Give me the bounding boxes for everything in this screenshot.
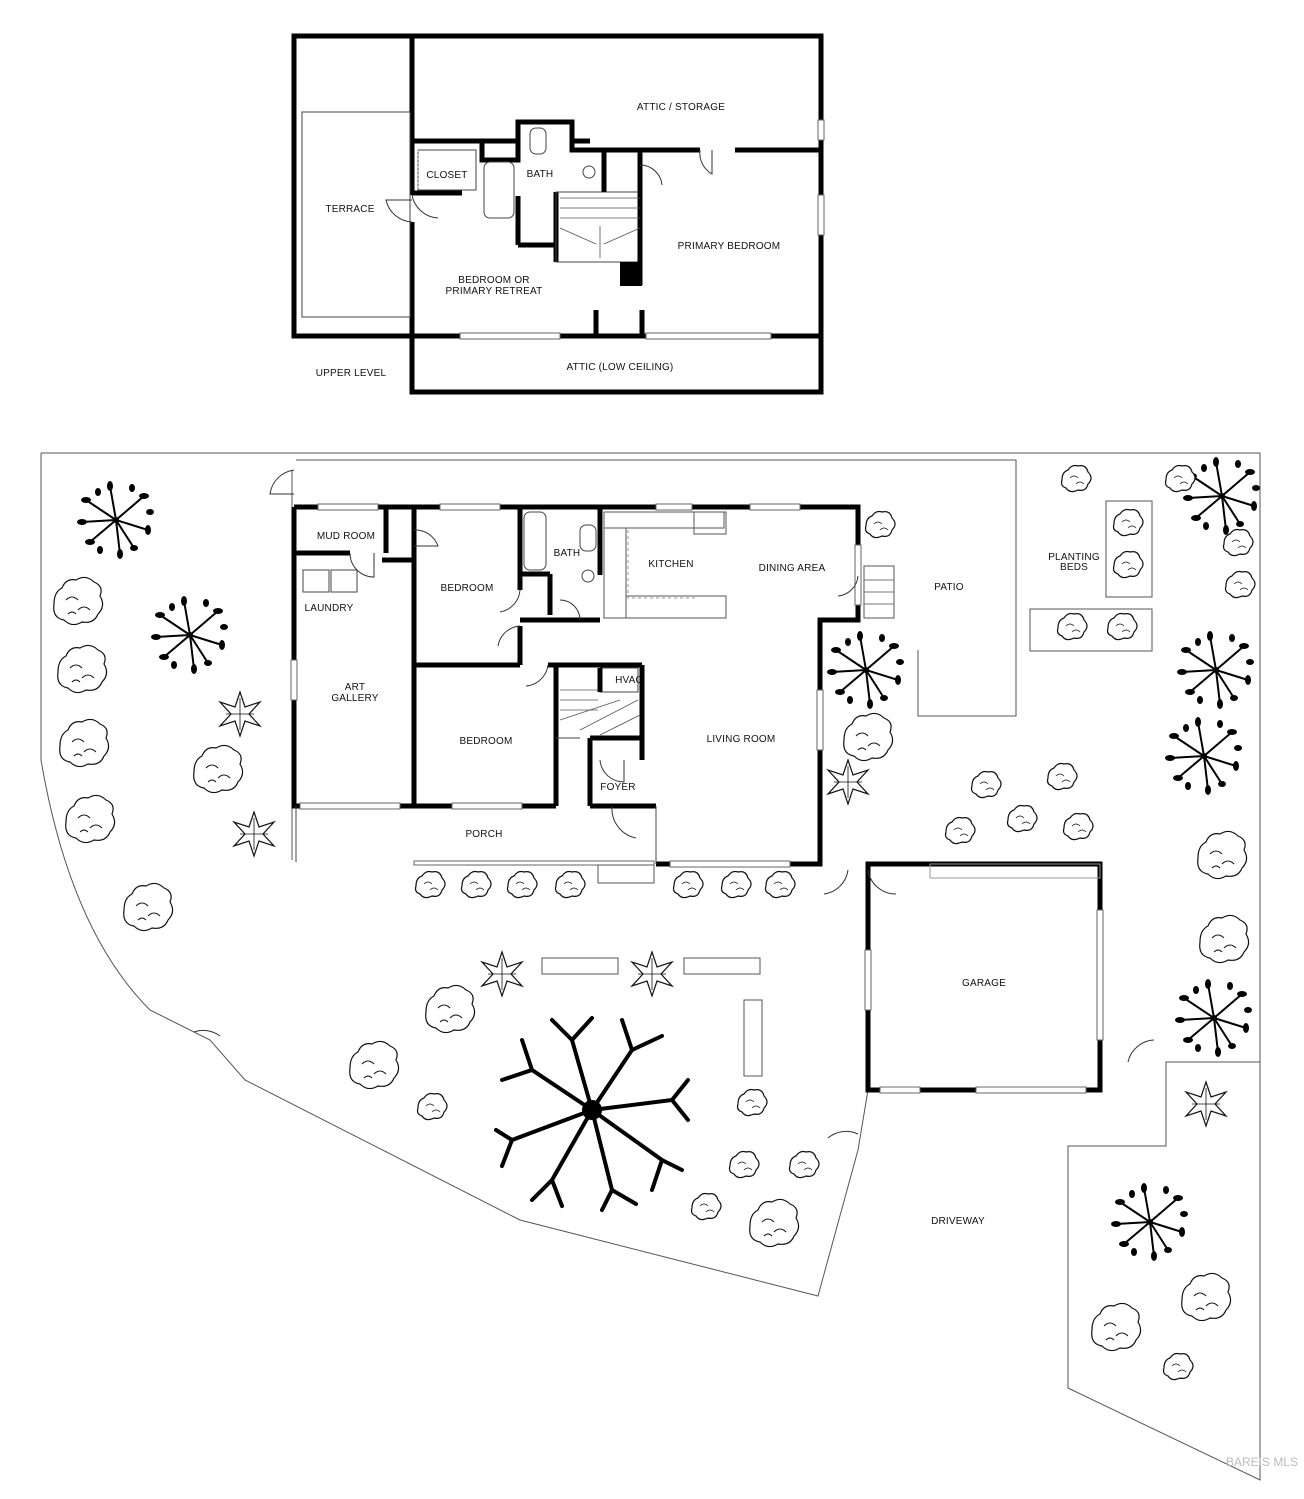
room-attic-low-ceiling: ATTIC (LOW CEILING) (567, 362, 674, 373)
room-porch: PORCH (465, 829, 502, 840)
room-hvac: HVAC (615, 675, 643, 686)
area-planting-beds-line1: PLANTING (1048, 552, 1100, 563)
room-mud-room: MUD ROOM (317, 531, 375, 542)
upper-level-plan (291, 33, 825, 395)
room-living-room: LIVING ROOM (707, 734, 776, 745)
room-terrace: TERRACE (325, 204, 374, 215)
room-primary-bedroom: PRIMARY BEDROOM (678, 241, 781, 252)
room-main-bath: BATH (554, 548, 581, 559)
main-level-plan (269, 469, 895, 884)
room-art-gallery-line2: GALLERY (331, 693, 378, 704)
area-planting-beds-line2: BEDS (1060, 562, 1088, 573)
landscape-plants (53, 456, 1261, 1381)
room-attic-storage: ATTIC / STORAGE (637, 102, 725, 113)
area-driveway: DRIVEWAY (931, 1216, 985, 1227)
lot-boundary (40, 452, 1261, 1481)
room-dining-area: DINING AREA (759, 563, 826, 574)
upper-level-label: UPPER LEVEL (316, 368, 387, 379)
room-bedroom-1: BEDROOM (440, 583, 493, 594)
area-patio: PATIO (934, 582, 964, 593)
room-laundry: LAUNDRY (304, 603, 353, 614)
room-retreat-line1: BEDROOM OR (458, 275, 529, 286)
room-closet: CLOSET (426, 170, 467, 181)
garage-plan (193, 861, 1155, 1139)
room-bedroom-2: BEDROOM (459, 736, 512, 747)
room-garage: GARAGE (962, 978, 1006, 989)
room-foyer: FOYER (600, 782, 635, 793)
room-upper-bath: BATH (527, 169, 554, 180)
room-kitchen: KITCHEN (648, 559, 693, 570)
room-art-gallery-line1: ART (345, 682, 365, 693)
mls-watermark: BAREIS MLS (1226, 1455, 1298, 1469)
room-retreat-line2: PRIMARY RETREAT (446, 286, 543, 297)
